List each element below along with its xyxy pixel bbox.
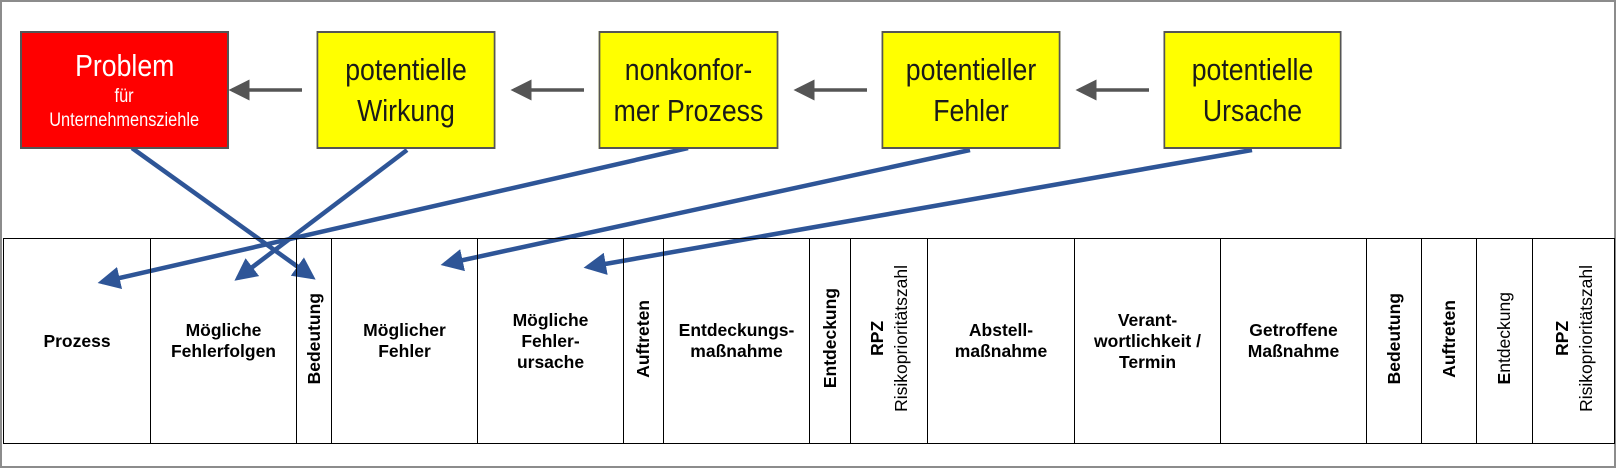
wirkung-box: potentielle Wirkung (316, 31, 496, 149)
header-entdeckungsmassnahme: Entdeckungs-maßnahme (663, 238, 810, 444)
header-bedeutung: Bedeutung (296, 238, 332, 444)
fehler-box: potentieller Fehler (881, 31, 1061, 149)
wirkung-box-line2: Wirkung (357, 93, 455, 128)
header-prozess: Prozess (3, 238, 151, 444)
wirkung-box-line1: potentielle (345, 51, 467, 87)
ursache-box-line2: Ursache (1202, 93, 1303, 128)
ursache-box-line1: potentielle (1191, 51, 1314, 87)
problem-box-line3: Unternehmensziehle (49, 110, 200, 131)
prozess-box: nonkonfor- mer Prozess (598, 31, 779, 149)
fehler-box-line1: potentieller (905, 51, 1037, 87)
prozess-box-line2: mer Prozess (613, 93, 764, 128)
header-abstellmassnahme: Abstell-maßnahme (927, 238, 1075, 444)
fehler-box-line2: Fehler (933, 93, 1009, 128)
problem-box-line2: für (114, 86, 135, 107)
header-entdeckung-2: Entdeckung (1476, 238, 1533, 444)
problem-box-title: Problem (74, 48, 175, 83)
prozess-box-line1: nonkonfor- (624, 51, 753, 87)
header-verantwortlichkeit: Verant-wortlichkeit /Termin (1074, 238, 1221, 444)
problem-box: Problem für Unternehmensziehle (20, 31, 229, 149)
ursache-box: potentielle Ursache (1163, 31, 1342, 149)
header-auftreten-2: Auftreten (1421, 238, 1477, 444)
header-bedeutung-2: Bedeutung (1366, 238, 1422, 444)
header-entdeckung: Entdeckung (809, 238, 851, 444)
header-auftreten: Auftreten (623, 238, 664, 444)
